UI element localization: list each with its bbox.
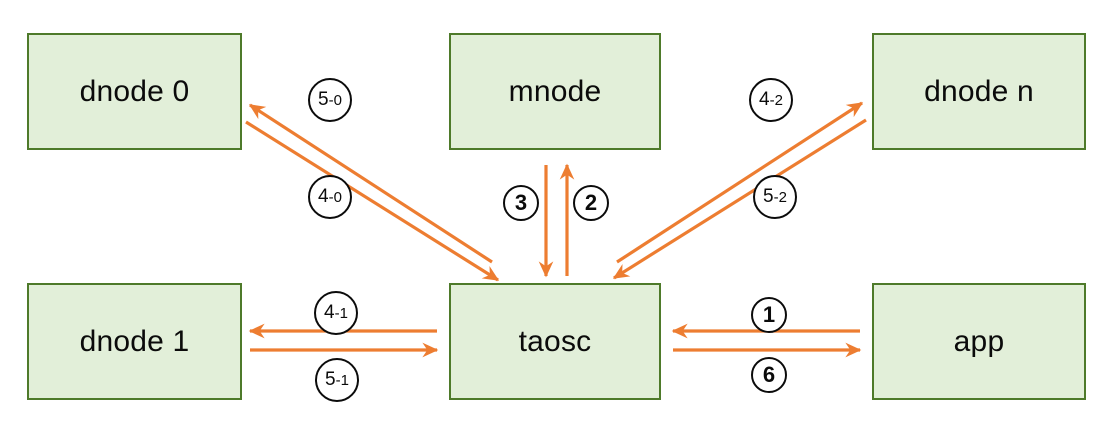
edge-4-2-line (616, 101, 864, 264)
edge-marker-5-0: 5-0 (308, 78, 352, 122)
edge-marker-5-2-main: 5 (763, 186, 774, 207)
edge-marker-4-1: 4-1 (314, 291, 358, 335)
edge-marker-4-2-main: 4 (759, 89, 770, 110)
edge-marker-2: 2 (573, 185, 609, 221)
edge-4-0-line (245, 120, 500, 282)
edge-marker-5-2: 5-2 (753, 175, 797, 219)
edge-5-2-line (612, 118, 867, 280)
edge-marker-5-0-main: 5 (318, 89, 329, 110)
edge-marker-6: 6 (751, 357, 787, 393)
node-app-label: app (953, 324, 1005, 358)
edge-marker-1-label: 1 (762, 302, 776, 327)
edge-marker-1: 1 (751, 297, 787, 333)
node-mnode-label: mnode (508, 74, 602, 108)
edge-marker-4-0-main: 4 (318, 186, 329, 207)
edge-marker-5-1-sub: -1 (335, 371, 349, 389)
edge-marker-4-1-sub: -1 (334, 304, 348, 322)
edge-5-0-line (248, 103, 493, 264)
edge-marker-5-2-sub: -2 (773, 188, 787, 206)
node-taosc-label: taosc (518, 324, 592, 358)
node-mnode[interactable]: mnode (449, 33, 661, 150)
edge-marker-5-1-main: 5 (325, 369, 336, 390)
edge-marker-5-0-sub: -0 (328, 91, 342, 109)
edge-marker-3: 3 (503, 185, 539, 221)
node-dnode-0-label: dnode 0 (79, 74, 190, 108)
edge-marker-6-label: 6 (762, 362, 776, 387)
edge-marker-4-2: 4-2 (749, 78, 793, 122)
node-dnode-1-label: dnode 1 (79, 324, 190, 358)
node-taosc[interactable]: taosc (449, 283, 661, 400)
edge-marker-5-1: 5-1 (315, 358, 359, 402)
edge-marker-4-0-sub: -0 (328, 188, 342, 206)
edge-marker-4-0: 4-0 (308, 175, 352, 219)
node-dnode-n-label: dnode n (924, 74, 1034, 108)
node-dnode-0[interactable]: dnode 0 (27, 33, 242, 150)
node-dnode-n[interactable]: dnode n (872, 33, 1086, 150)
edge-marker-4-1-main: 4 (324, 302, 335, 323)
node-dnode-1[interactable]: dnode 1 (27, 283, 242, 400)
node-app[interactable]: app (872, 283, 1086, 400)
edge-marker-4-2-sub: -2 (769, 91, 783, 109)
edge-marker-2-label: 2 (584, 190, 598, 215)
edge-marker-3-label: 3 (514, 190, 528, 215)
